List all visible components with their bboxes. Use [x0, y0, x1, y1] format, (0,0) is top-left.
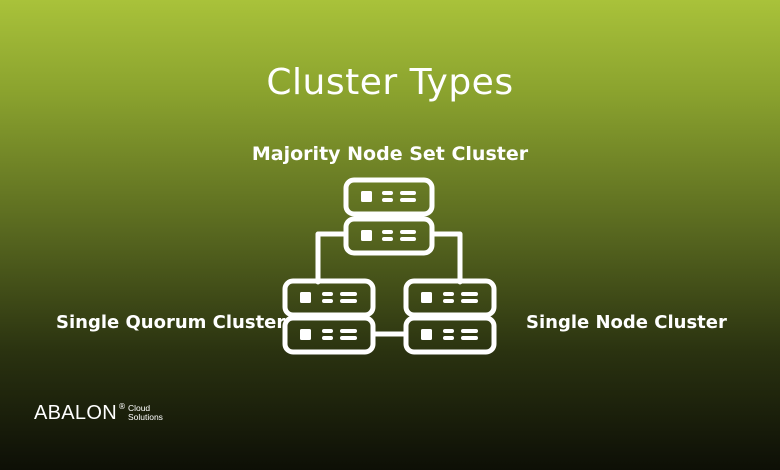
connector-right — [430, 231, 463, 285]
server-unit — [282, 315, 376, 355]
connector-left — [315, 231, 348, 285]
label-majority-node-set: Majority Node Set Cluster — [251, 143, 529, 165]
label-single-node: Single Node Cluster — [526, 312, 727, 333]
server-stack-right — [403, 278, 497, 355]
logo-tagline: Cloud Solutions — [128, 404, 163, 422]
abalon-logo: ABALON ® Cloud Solutions — [34, 401, 163, 425]
logo-name: ABALON — [34, 402, 117, 424]
server-stack-top — [343, 177, 435, 256]
logo-tagline-line1: Cloud — [127, 403, 151, 413]
server-unit — [343, 177, 435, 217]
server-unit — [343, 216, 435, 256]
server-unit — [403, 278, 497, 318]
label-single-quorum: Single Quorum Cluster — [56, 312, 286, 333]
logo-registered-mark: ® — [117, 402, 126, 411]
page-title: Cluster Types — [266, 62, 514, 103]
logo-tagline-line2: Solutions — [127, 412, 163, 422]
server-stack-left — [282, 278, 376, 355]
server-unit — [403, 315, 497, 355]
server-unit — [282, 278, 376, 318]
